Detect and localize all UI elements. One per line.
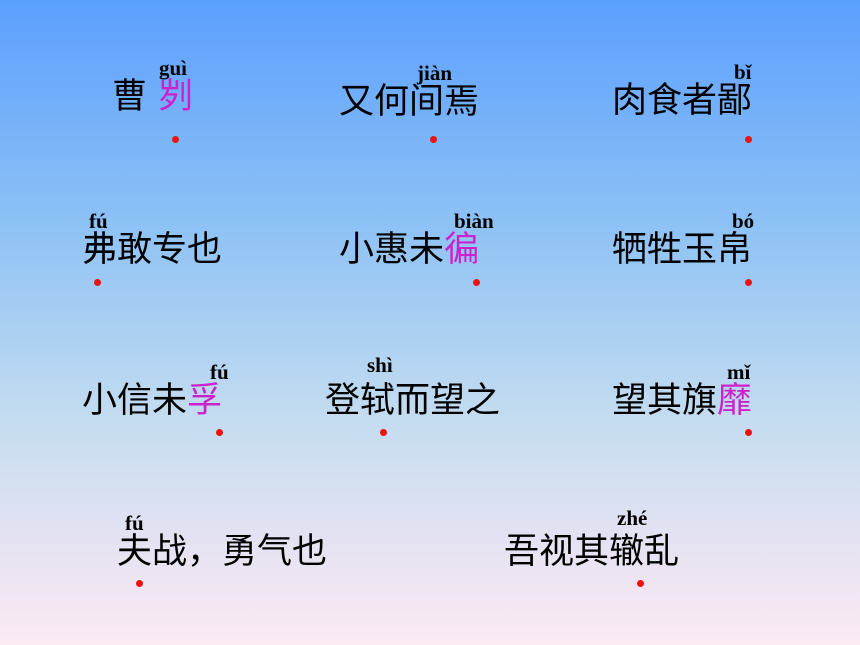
text-plain: 夫战，勇气也: [117, 532, 328, 572]
emphasis-dot: [380, 429, 387, 436]
emphasis-dot: [94, 279, 101, 286]
text-highlight: 刿: [158, 77, 194, 117]
text-plain: 肉食者: [612, 81, 718, 121]
pinyin: fú: [89, 209, 108, 233]
phrase-text: 又何间焉: [339, 85, 479, 120]
pinyin: shì: [367, 353, 393, 377]
pinyin: fú: [125, 511, 144, 535]
text-plain: 辙乱: [609, 532, 680, 572]
text-plain: 吾视其: [504, 532, 610, 572]
phrase-text: 小信未孚: [82, 384, 222, 419]
text-plain: 牺牲玉: [612, 230, 718, 270]
text-plain: 弗敢专也: [82, 230, 223, 270]
text-plain: 帛: [717, 230, 753, 270]
pinyin: guì: [159, 56, 188, 80]
text-plain: 轼而望之: [360, 381, 501, 421]
pinyin: bǐ: [734, 60, 752, 84]
text-plain: 又何: [339, 82, 410, 122]
text-highlight: 孚: [187, 381, 223, 421]
emphasis-dot: [430, 136, 437, 143]
emphasis-dot: [745, 429, 752, 436]
emphasis-dot: [172, 136, 179, 143]
text-plain: 鄙: [717, 81, 753, 121]
pinyin: zhé: [617, 506, 648, 530]
phrase-text: 肉食者鄙: [612, 84, 752, 119]
pinyin: jiàn: [417, 61, 453, 85]
phrase-text: 夫战，勇气也: [117, 535, 327, 570]
phrase-text: 曹 刿: [112, 80, 193, 115]
phrase-text: 小惠未徧: [339, 233, 479, 268]
pinyin: fú: [210, 360, 229, 384]
text-highlight: 徧: [444, 230, 480, 270]
text-plain: 望其旗: [612, 381, 718, 421]
text-plain: 曹: [112, 77, 159, 117]
pinyin: mǐ: [727, 360, 751, 384]
emphasis-dot: [745, 136, 752, 143]
phrase-text: 望其旗靡: [612, 384, 752, 419]
emphasis-dot: [136, 580, 143, 587]
emphasis-dot: [745, 279, 752, 286]
text-plain: 间焉: [409, 82, 480, 122]
emphasis-dot: [473, 279, 480, 286]
emphasis-dot: [637, 580, 644, 587]
phrase-text: 吾视其辙乱: [504, 535, 679, 570]
pinyin: bó: [732, 209, 755, 233]
phrase-text: 牺牲玉帛: [612, 233, 752, 268]
text-highlight: 靡: [717, 381, 753, 421]
text-plain: 登: [325, 381, 361, 421]
phrase-text: 弗敢专也: [82, 233, 222, 268]
phrase-text: 登轼而望之: [325, 384, 500, 419]
text-plain: 小惠未: [339, 230, 445, 270]
text-plain: 小信未: [82, 381, 188, 421]
emphasis-dot: [216, 429, 223, 436]
pinyin: biàn: [454, 209, 494, 233]
